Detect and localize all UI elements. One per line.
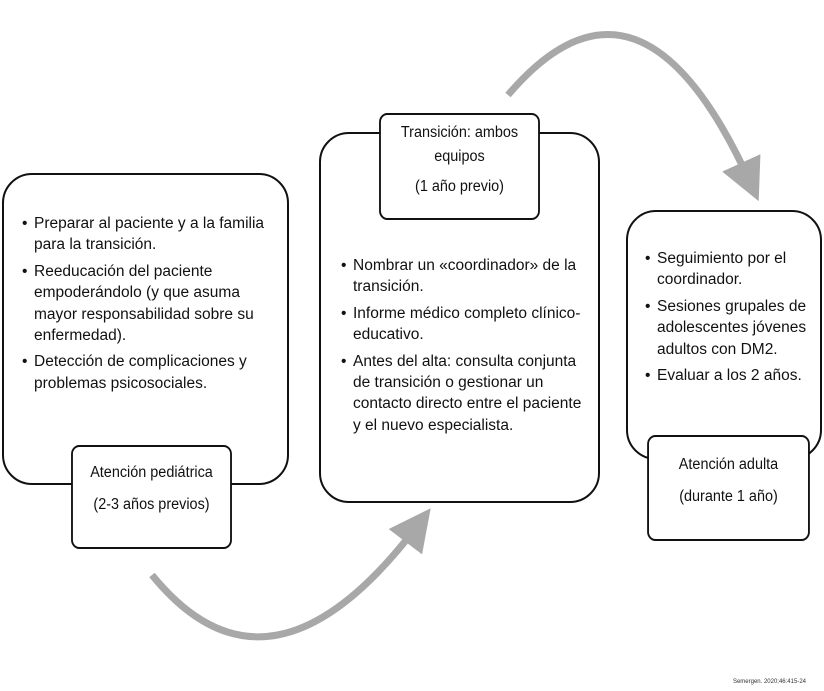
label-line: Atención pediátrica bbox=[90, 464, 213, 481]
curved-arrow-to-adult bbox=[505, 31, 761, 202]
adult-items: Seguimiento por el coordinador. Sesiones… bbox=[645, 248, 819, 391]
list-item: Reeducación del paciente empoderándolo (… bbox=[22, 261, 284, 347]
label-line: (2-3 años previos) bbox=[93, 496, 210, 514]
adult-stage-label: Atención adulta (durante 1 año) bbox=[647, 435, 810, 541]
label-line: equipos bbox=[434, 148, 485, 166]
list-item: Informe médico completo clínico-educativ… bbox=[341, 303, 591, 346]
label-line: (1 año previo) bbox=[415, 178, 504, 196]
list-item: Preparar al paciente y a la familia para… bbox=[22, 213, 284, 256]
list-item: Antes del alta: consulta conjunta de tra… bbox=[341, 351, 591, 437]
label-line: Atención adulta bbox=[678, 456, 779, 473]
label-line: Transición: ambos bbox=[400, 124, 519, 141]
curved-arrow-to-transition bbox=[149, 508, 431, 641]
list-item: Evaluar a los 2 años. bbox=[645, 365, 819, 387]
transition-stage-label: Transición: ambos equipos (1 año previo) bbox=[379, 113, 540, 220]
pediatric-stage-label: Atención pediátrica (2-3 años previos) bbox=[71, 445, 232, 549]
transition-items: Nombrar un «coordinador» de la transició… bbox=[341, 255, 591, 441]
list-item: Seguimiento por el coordinador. bbox=[645, 248, 819, 291]
label-line: (durante 1 año) bbox=[679, 488, 778, 506]
list-item: Nombrar un «coordinador» de la transició… bbox=[341, 255, 591, 298]
pediatric-items: Preparar al paciente y a la familia para… bbox=[22, 213, 284, 399]
source-credit: Semergen. 2020;46:415-24 bbox=[732, 679, 806, 685]
list-item: Sesiones grupales de adolescentes jóvene… bbox=[645, 296, 819, 360]
list-item: Detección de complicaciones y problemas … bbox=[22, 351, 284, 394]
